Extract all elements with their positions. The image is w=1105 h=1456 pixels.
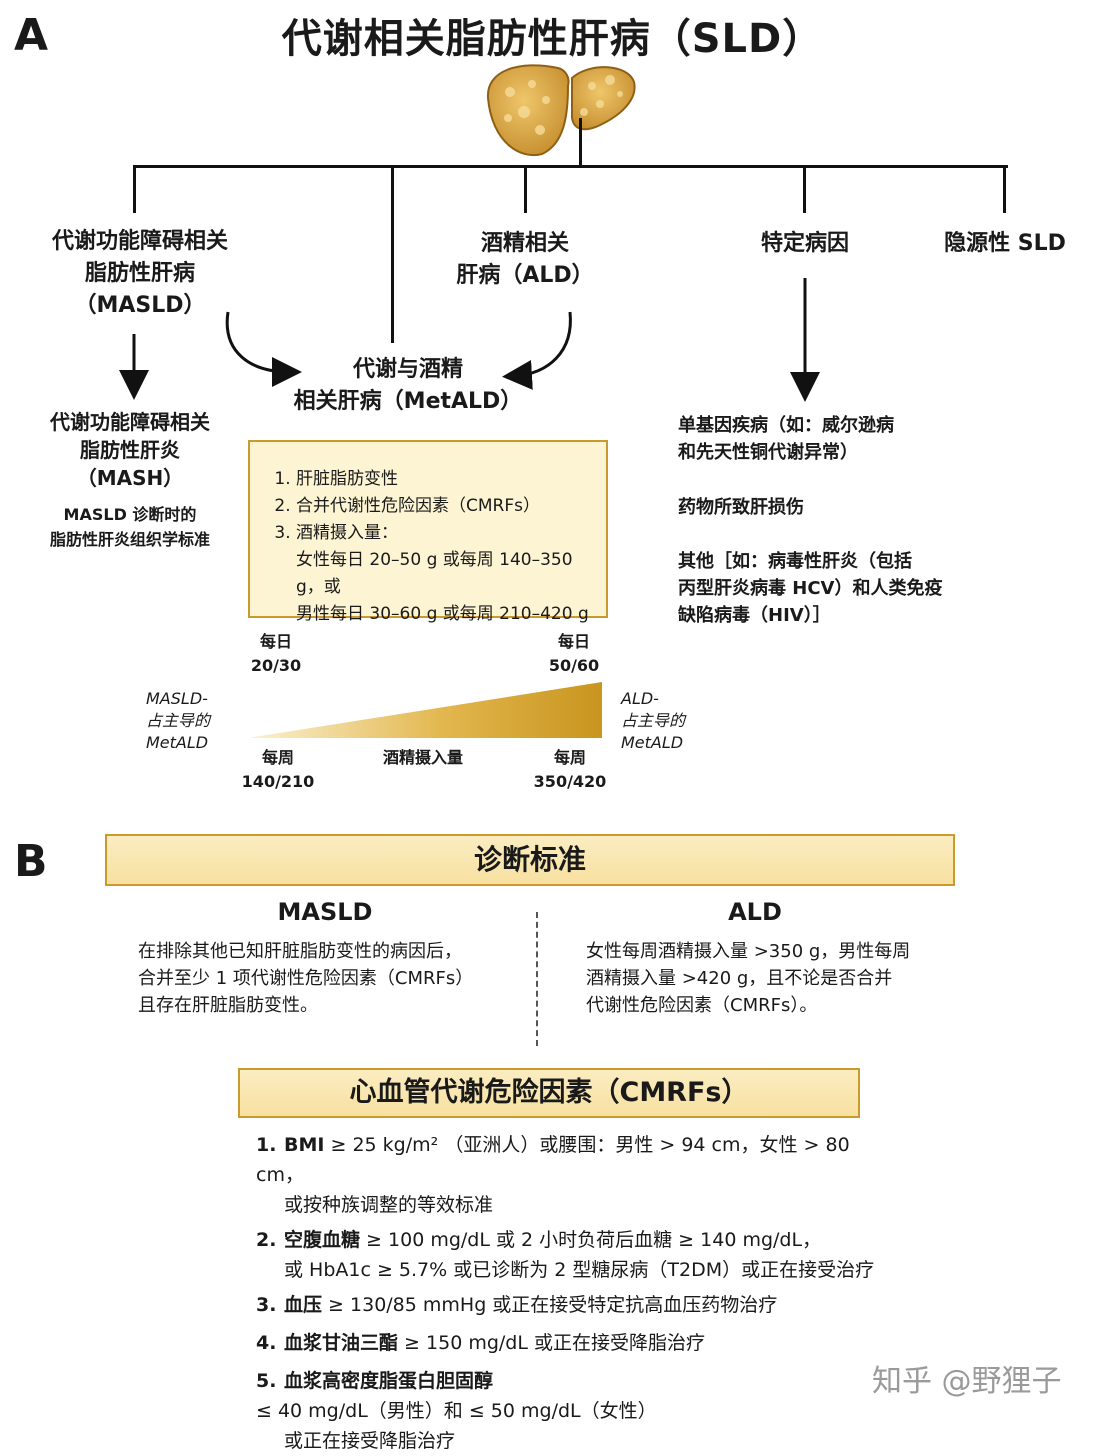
cmrf-item: 1.BMI ≥ 25 kg/m² （亚洲人）或腰围：男性 > 94 cm，女性 …: [256, 1134, 850, 1216]
masld-node: 代谢功能障碍相关 脂肪性肝病 （MASLD）: [51, 229, 228, 318]
cmrfs-banner: 心血管代谢危险因素（CMRFs）: [238, 1068, 860, 1118]
arrow-masld-to-metald: [225, 311, 302, 387]
branch-line-metald: [391, 165, 394, 343]
intake-axis-label: 酒精摄入量: [382, 748, 463, 767]
branch-line-cryptogenic: [1003, 165, 1006, 213]
ald-criteria-text: 女性每周酒精摄入量 >350 g，男性每周 酒精摄入量 >420 g，且不论是否…: [586, 941, 911, 1016]
metald-node: 代谢与酒精 相关肝病（MetALD）: [293, 357, 523, 414]
daily-max-label: 每日 50/60: [548, 632, 600, 675]
branch-line-specific: [803, 165, 806, 213]
tree-branch-bar: [133, 165, 1008, 168]
masld-heading: MASLD: [277, 898, 373, 926]
alcohol-intake-gradient: [248, 682, 602, 738]
watermark: 知乎 @野狸子: [872, 1364, 1062, 1399]
cmrf-item: 4.血浆甘油三酯 ≥ 150 mg/dL 或正在接受降脂治疗: [256, 1332, 705, 1354]
specific-causes-node: 特定病因: [760, 231, 849, 256]
cmrf-list: 1.BMI ≥ 25 kg/m² （亚洲人）或腰围：男性 > 94 cm，女性 …: [256, 1130, 896, 1456]
mash-node: 代谢功能障碍相关 脂肪性肝炎 （MASH）: [50, 410, 210, 490]
masld-dominant-label: MASLD- 占主导的 MetALD: [146, 689, 211, 752]
masld-criteria-text: 在排除其他已知肝脏脂肪变性的病因后， 合并至少 1 项代谢性危险因素（CMRFs…: [138, 941, 474, 1016]
cmrf-item: 3.血压 ≥ 130/85 mmHg 或正在接受特定抗高血压药物治疗: [256, 1294, 778, 1316]
cmrf-item: 2.空腹血糖 ≥ 100 mg/dL 或 2 小时负荷后血糖 ≥ 140 mg/…: [256, 1229, 875, 1281]
weekly-min-label: 每周 140/210: [241, 748, 315, 791]
connector-arrows: [119, 278, 820, 402]
ald-heading: ALD: [728, 898, 782, 926]
branch-line-masld: [133, 165, 136, 213]
mash-note: MASLD 诊断时的 脂肪性肝炎组织学标准: [49, 505, 210, 549]
arrow-ald-to-metald: [502, 311, 572, 390]
criteria-item: 酒精摄入量： 女性每日 20–50 g 或每周 140–350 g，或 男性每日…: [296, 520, 596, 628]
specific-cause-drug: 药物所致肝损伤: [678, 497, 804, 518]
criteria-item: 肝脏脂肪变性: [296, 466, 596, 493]
panel-b-label: B: [14, 836, 48, 887]
cryptogenic-node: 隐源性 SLD: [944, 231, 1066, 256]
intake-line: 女性每日 20–50 g 或每周 140–350 g，或: [296, 550, 573, 597]
intake-line: 男性每日 30–60 g 或每周 210–420 g: [296, 604, 589, 624]
column-divider: [536, 912, 538, 1046]
metald-criteria-box: 肝脏脂肪变性 合并代谢性危险因素（CMRFs） 酒精摄入量： 女性每日 20–5…: [248, 440, 608, 624]
liver-icon: [486, 64, 636, 157]
branch-line-ald: [524, 165, 527, 213]
specific-cause-other: 其他［如：病毒性肝炎（包括 丙型肝炎病毒 HCV）和人类免疫 缺陷病毒（HIV）…: [678, 551, 943, 626]
diagram-title: 代谢相关脂肪性肝病（SLD）: [281, 16, 824, 62]
criteria-item: 合并代谢性危险因素（CMRFs）: [296, 493, 596, 520]
tree-trunk: [579, 118, 582, 166]
weekly-max-label: 每周 350/420: [533, 748, 607, 791]
diagnostic-criteria-banner: 诊断标准: [105, 834, 955, 886]
specific-cause-monogenic: 单基因疾病（如：威尔逊病 和先天性铜代谢异常）: [678, 415, 894, 463]
ald-dominant-label: ALD- 占主导的 MetALD: [621, 689, 686, 752]
cmrf-item: 5.血浆高密度脂蛋白胆固醇 ≤ 40 mg/dL（男性）和 ≤ 50 mg/dL…: [256, 1370, 657, 1452]
panel-a-label: A: [14, 10, 49, 61]
ald-node: 酒精相关 肝病（ALD）: [456, 231, 594, 288]
daily-min-label: 每日 20/30: [250, 632, 302, 675]
